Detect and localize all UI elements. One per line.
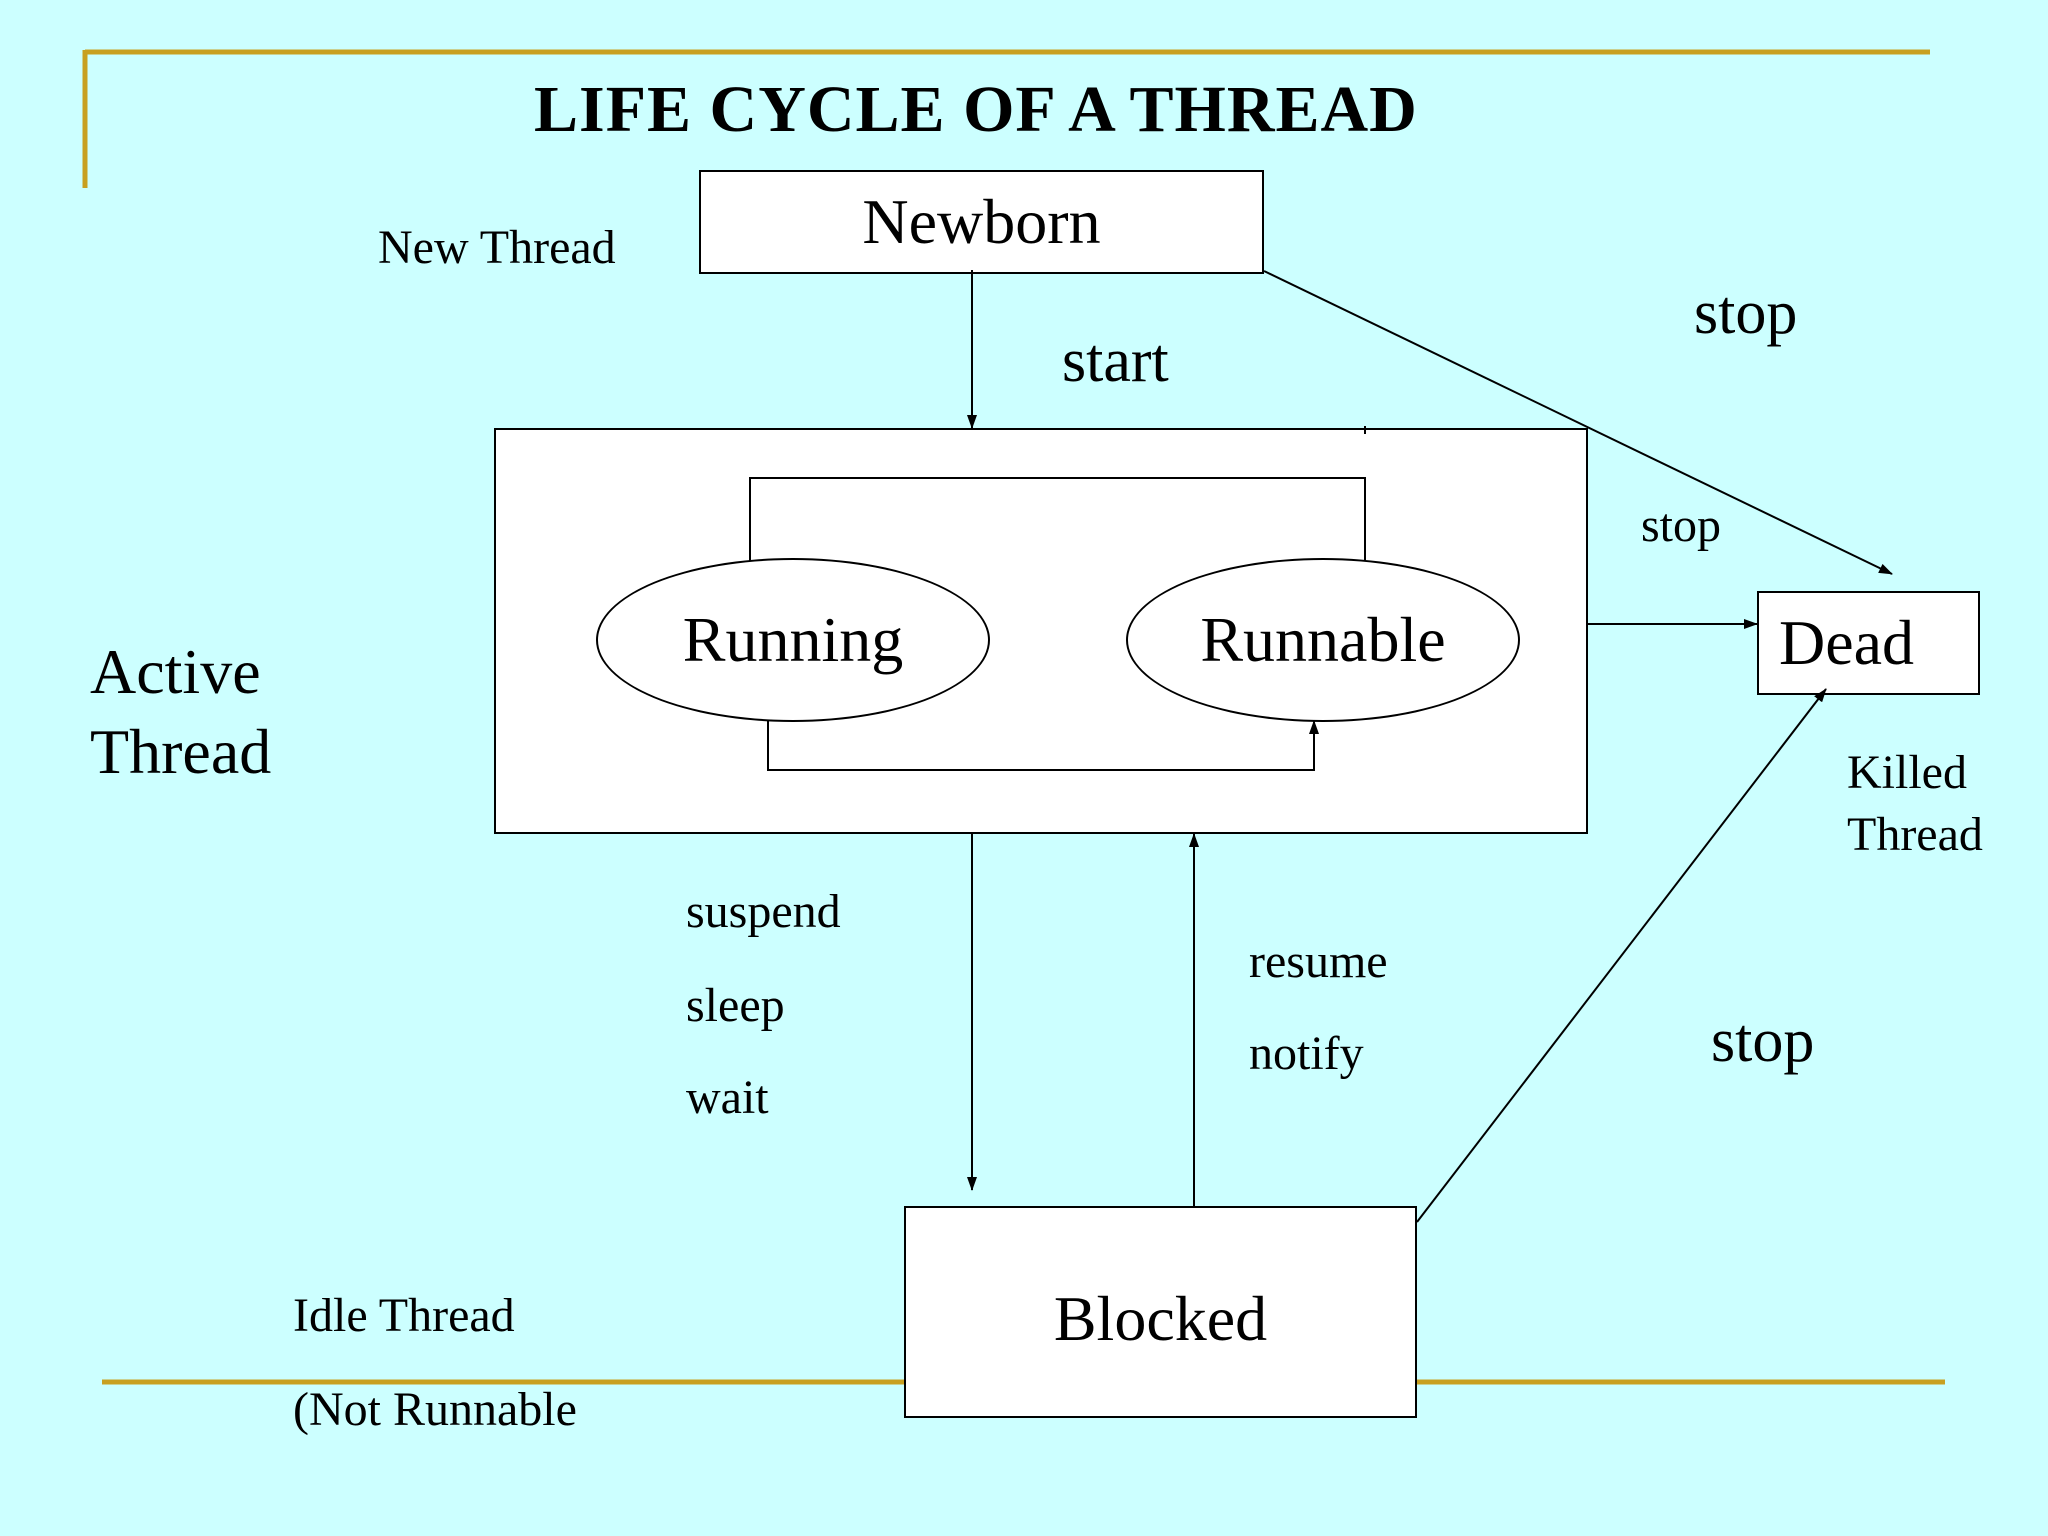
not-runnable-label: (Not Runnable: [293, 1383, 577, 1436]
blocked-state: Blocked: [904, 1206, 1417, 1418]
page-title: LIFE CYCLE OF A THREAD: [534, 73, 1418, 146]
newborn-state: Newborn: [699, 170, 1264, 274]
notify-label: notify: [1249, 1027, 1364, 1080]
stop-active-label: stop: [1641, 499, 1722, 552]
runnable-label: Runnable: [1200, 604, 1446, 675]
running-to-runnable-arrow: [767, 718, 1319, 771]
dead-label: Dead: [1779, 607, 1915, 678]
stop-newborn-label: stop: [1694, 279, 1798, 347]
runnable-state: Runnable: [1126, 558, 1520, 722]
runnable-to-running-arrow: [745, 477, 1366, 575]
active-thread-line1: Active: [90, 636, 261, 707]
new-thread-label: New Thread: [378, 221, 616, 274]
stop-newborn-arrow: [1263, 270, 1893, 575]
stop-blocked-arrow: [1416, 688, 1827, 1223]
blocked-label: Blocked: [1053, 1283, 1268, 1354]
wait-label: wait: [686, 1071, 769, 1124]
stop-blocked-label: stop: [1711, 1007, 1815, 1075]
running-state: Running: [596, 558, 990, 722]
resume-label: resume: [1249, 935, 1388, 988]
suspend-label: suspend: [686, 885, 841, 938]
idle-thread-label: Idle Thread: [293, 1289, 515, 1342]
killed-thread-line2: Thread: [1847, 808, 1983, 861]
sleep-label: sleep: [686, 979, 785, 1032]
dead-state: Dead: [1757, 591, 1980, 695]
active-thread-line2: Thread: [90, 716, 272, 787]
newborn-label: Newborn: [862, 186, 1101, 257]
killed-thread-label: Killed Thread: [1847, 742, 1983, 866]
running-label: Running: [682, 604, 904, 675]
start-label: start: [1062, 327, 1169, 395]
active-thread-label: Active Thread: [90, 632, 271, 792]
killed-thread-line1: Killed: [1847, 746, 1967, 799]
